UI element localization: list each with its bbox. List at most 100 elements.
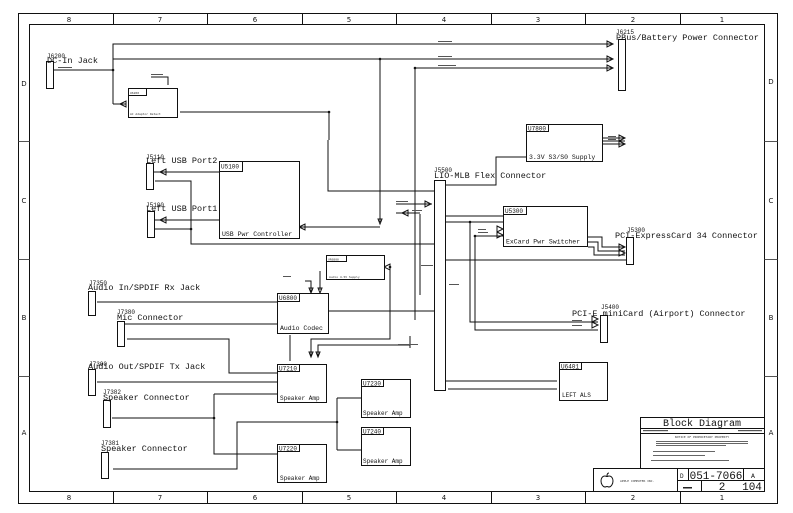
title-block-company: APPLE COMPUTER INC. <box>620 479 655 483</box>
connector-j5400-ref: J5400 <box>601 304 619 311</box>
title-block-notice: NOTICE OF PROPRIETARY PROPERTY <box>675 435 729 439</box>
block-u7800-label: 3.3V S3/S0 Supply <box>529 154 595 161</box>
col-label-2-bottom: 2 <box>631 494 635 502</box>
connector-j7382-label: Speaker Connector <box>103 393 190 403</box>
wires <box>54 43 626 470</box>
connector-j6215-label: PBus/Battery Power Connector <box>616 33 759 43</box>
block-vr6800: VR6800 Audio 4.5V Supply <box>326 255 385 280</box>
connector-j5110-ref: J5110 <box>146 154 164 161</box>
connector-j7380-label: Mic Connector <box>117 313 183 323</box>
connector-j5100: J5100 Left USB Port1 <box>146 202 217 238</box>
column-zones-bottom: 8 7 6 5 4 3 2 1 <box>67 491 724 504</box>
block-u7210-label: Speaker Amp <box>280 395 320 402</box>
title-block-drawing-number: 051-7066 <box>690 471 743 483</box>
connector-j7381-ref: J7381 <box>101 440 119 447</box>
col-label-5-bottom: 5 <box>347 494 351 502</box>
title-block-revision: A <box>751 473 755 480</box>
col-label-1: 1 <box>720 16 724 24</box>
block-u6200-label: AC Adaptor Detect <box>130 112 161 116</box>
col-label-3-bottom: 3 <box>536 494 540 502</box>
connector-j7381: J7381 Speaker Connector <box>101 440 188 479</box>
block-u7800-ref: U7800 <box>528 126 546 133</box>
block-u6200-ref: U6200 <box>130 91 139 95</box>
connector-j6215: J6215 PBus/Battery Power Connector <box>616 29 759 91</box>
connector-j5300-ref: J5300 <box>627 227 645 234</box>
connector-j7300: J7300 Audio Out/SPDIF Tx Jack <box>88 361 205 396</box>
block-u5100: U5100 USB Pwr Controller <box>219 161 300 239</box>
block-u7240-ref: U7240 <box>363 429 381 436</box>
block-u7220-label: Speaker Amp <box>280 475 320 482</box>
connector-j7300-label: Audio Out/SPDIF Tx Jack <box>88 362 205 372</box>
connector-j6200-ref: J6200 <box>47 53 65 60</box>
title-block-title: Block Diagram <box>663 418 741 430</box>
title-block-sheet: 2 <box>719 482 726 494</box>
block-u7230-label: Speaker Amp <box>363 410 403 417</box>
row-label-d: D <box>21 80 26 88</box>
block-u7210: U7210 Speaker Amp <box>277 364 327 403</box>
col-label-4: 4 <box>442 16 447 24</box>
block-u7210-ref: U7210 <box>279 366 297 373</box>
connector-j6200: J6200 DC-In Jack <box>46 53 98 89</box>
connector-j5400-label: PCI-E miniCard (Airport) Connector <box>572 309 745 319</box>
col-label-6-bottom: 6 <box>253 494 258 502</box>
connector-j7380-ref: J7380 <box>117 309 135 316</box>
row-label-a-right: A <box>769 429 774 437</box>
connector-j5300: J5300 PCI-ExpressCard 34 Connector <box>615 227 758 265</box>
block-u5100-ref: U5100 <box>221 164 239 171</box>
connector-j5110-label: Left USB Port2 <box>146 156 217 166</box>
block-u5300-label: ExCard Pwr Switcher <box>506 239 580 246</box>
connector-j5500-label: LIO-MLB Flex Connector <box>434 171 546 181</box>
connector-j5300-label: PCI-ExpressCard 34 Connector <box>615 231 758 241</box>
col-label-7-bottom: 7 <box>158 494 162 502</box>
block-u7240: U7240 Speaker Amp <box>361 427 411 466</box>
connector-j7380: J7380 Mic Connector <box>117 309 183 347</box>
col-label-2: 2 <box>631 16 635 24</box>
col-label-5: 5 <box>347 16 351 24</box>
column-zones-top: 8 7 6 5 4 3 2 1 <box>67 13 724 25</box>
block-u6800: U6800 Audio Codec <box>277 293 329 334</box>
col-label-3: 3 <box>536 16 540 24</box>
apple-logo-icon <box>600 472 614 488</box>
port-arrows <box>118 40 627 359</box>
col-label-8: 8 <box>67 16 71 24</box>
block-u6401-label: LEFT ALS <box>562 392 591 399</box>
block-u7230: U7230 Speaker Amp <box>361 379 411 418</box>
connector-j7382: J7382 Speaker Connector <box>103 389 190 428</box>
block-u7800: U7800 3.3V S3/S0 Supply <box>526 124 603 162</box>
row-label-c-right: C <box>769 197 774 205</box>
connector-j7300-ref: J7300 <box>89 361 107 368</box>
connector-j7350-label: Audio In/SPDIF Rx Jack <box>88 283 200 293</box>
block-u6200: U6200 AC Adaptor Detect <box>128 88 178 118</box>
block-u6401-ref: U6401 <box>561 364 579 371</box>
connector-j5110: J5110 Left USB Port2 <box>146 154 217 190</box>
row-label-d-right: D <box>768 78 773 86</box>
block-u5300: U5300 ExCard Pwr Switcher <box>503 206 588 247</box>
connector-j5100-label: Left USB Port1 <box>146 204 217 214</box>
connector-j7350: J7350 Audio In/SPDIF Rx Jack <box>88 280 200 316</box>
title-block-size: D <box>680 473 684 480</box>
row-label-b-right: B <box>769 314 774 322</box>
title-block-sheet-of: 104 <box>742 482 762 494</box>
row-label-c: C <box>22 197 27 205</box>
outer-border <box>18 13 778 504</box>
col-label-1-bottom: 1 <box>720 494 724 502</box>
block-u5100-label: USB Pwr Controller <box>222 231 292 238</box>
connector-j5500-ref: J5500 <box>434 167 452 174</box>
connector-j5500: J5500 LIO-MLB Flex Connector <box>434 167 546 391</box>
col-label-6: 6 <box>253 16 258 24</box>
row-label-a: A <box>22 429 27 437</box>
block-u5300-ref: U5300 <box>505 208 523 215</box>
row-zones: D C B A D C B A <box>18 78 778 437</box>
connector-j7381-label: Speaker Connector <box>101 444 188 454</box>
connector-j5100-ref: J5100 <box>146 202 164 209</box>
block-u6401: U6401 LEFT ALS <box>559 362 608 401</box>
block-u6800-ref: U6800 <box>279 295 297 302</box>
block-u7240-label: Speaker Amp <box>363 458 403 465</box>
net-labels <box>58 41 616 345</box>
col-label-4-bottom: 4 <box>442 494 447 502</box>
connector-j7382-ref: J7382 <box>103 389 121 396</box>
col-label-7: 7 <box>158 16 162 24</box>
block-u7220-ref: U7220 <box>279 446 297 453</box>
block-vr6800-ref: VR6800 <box>328 258 339 262</box>
